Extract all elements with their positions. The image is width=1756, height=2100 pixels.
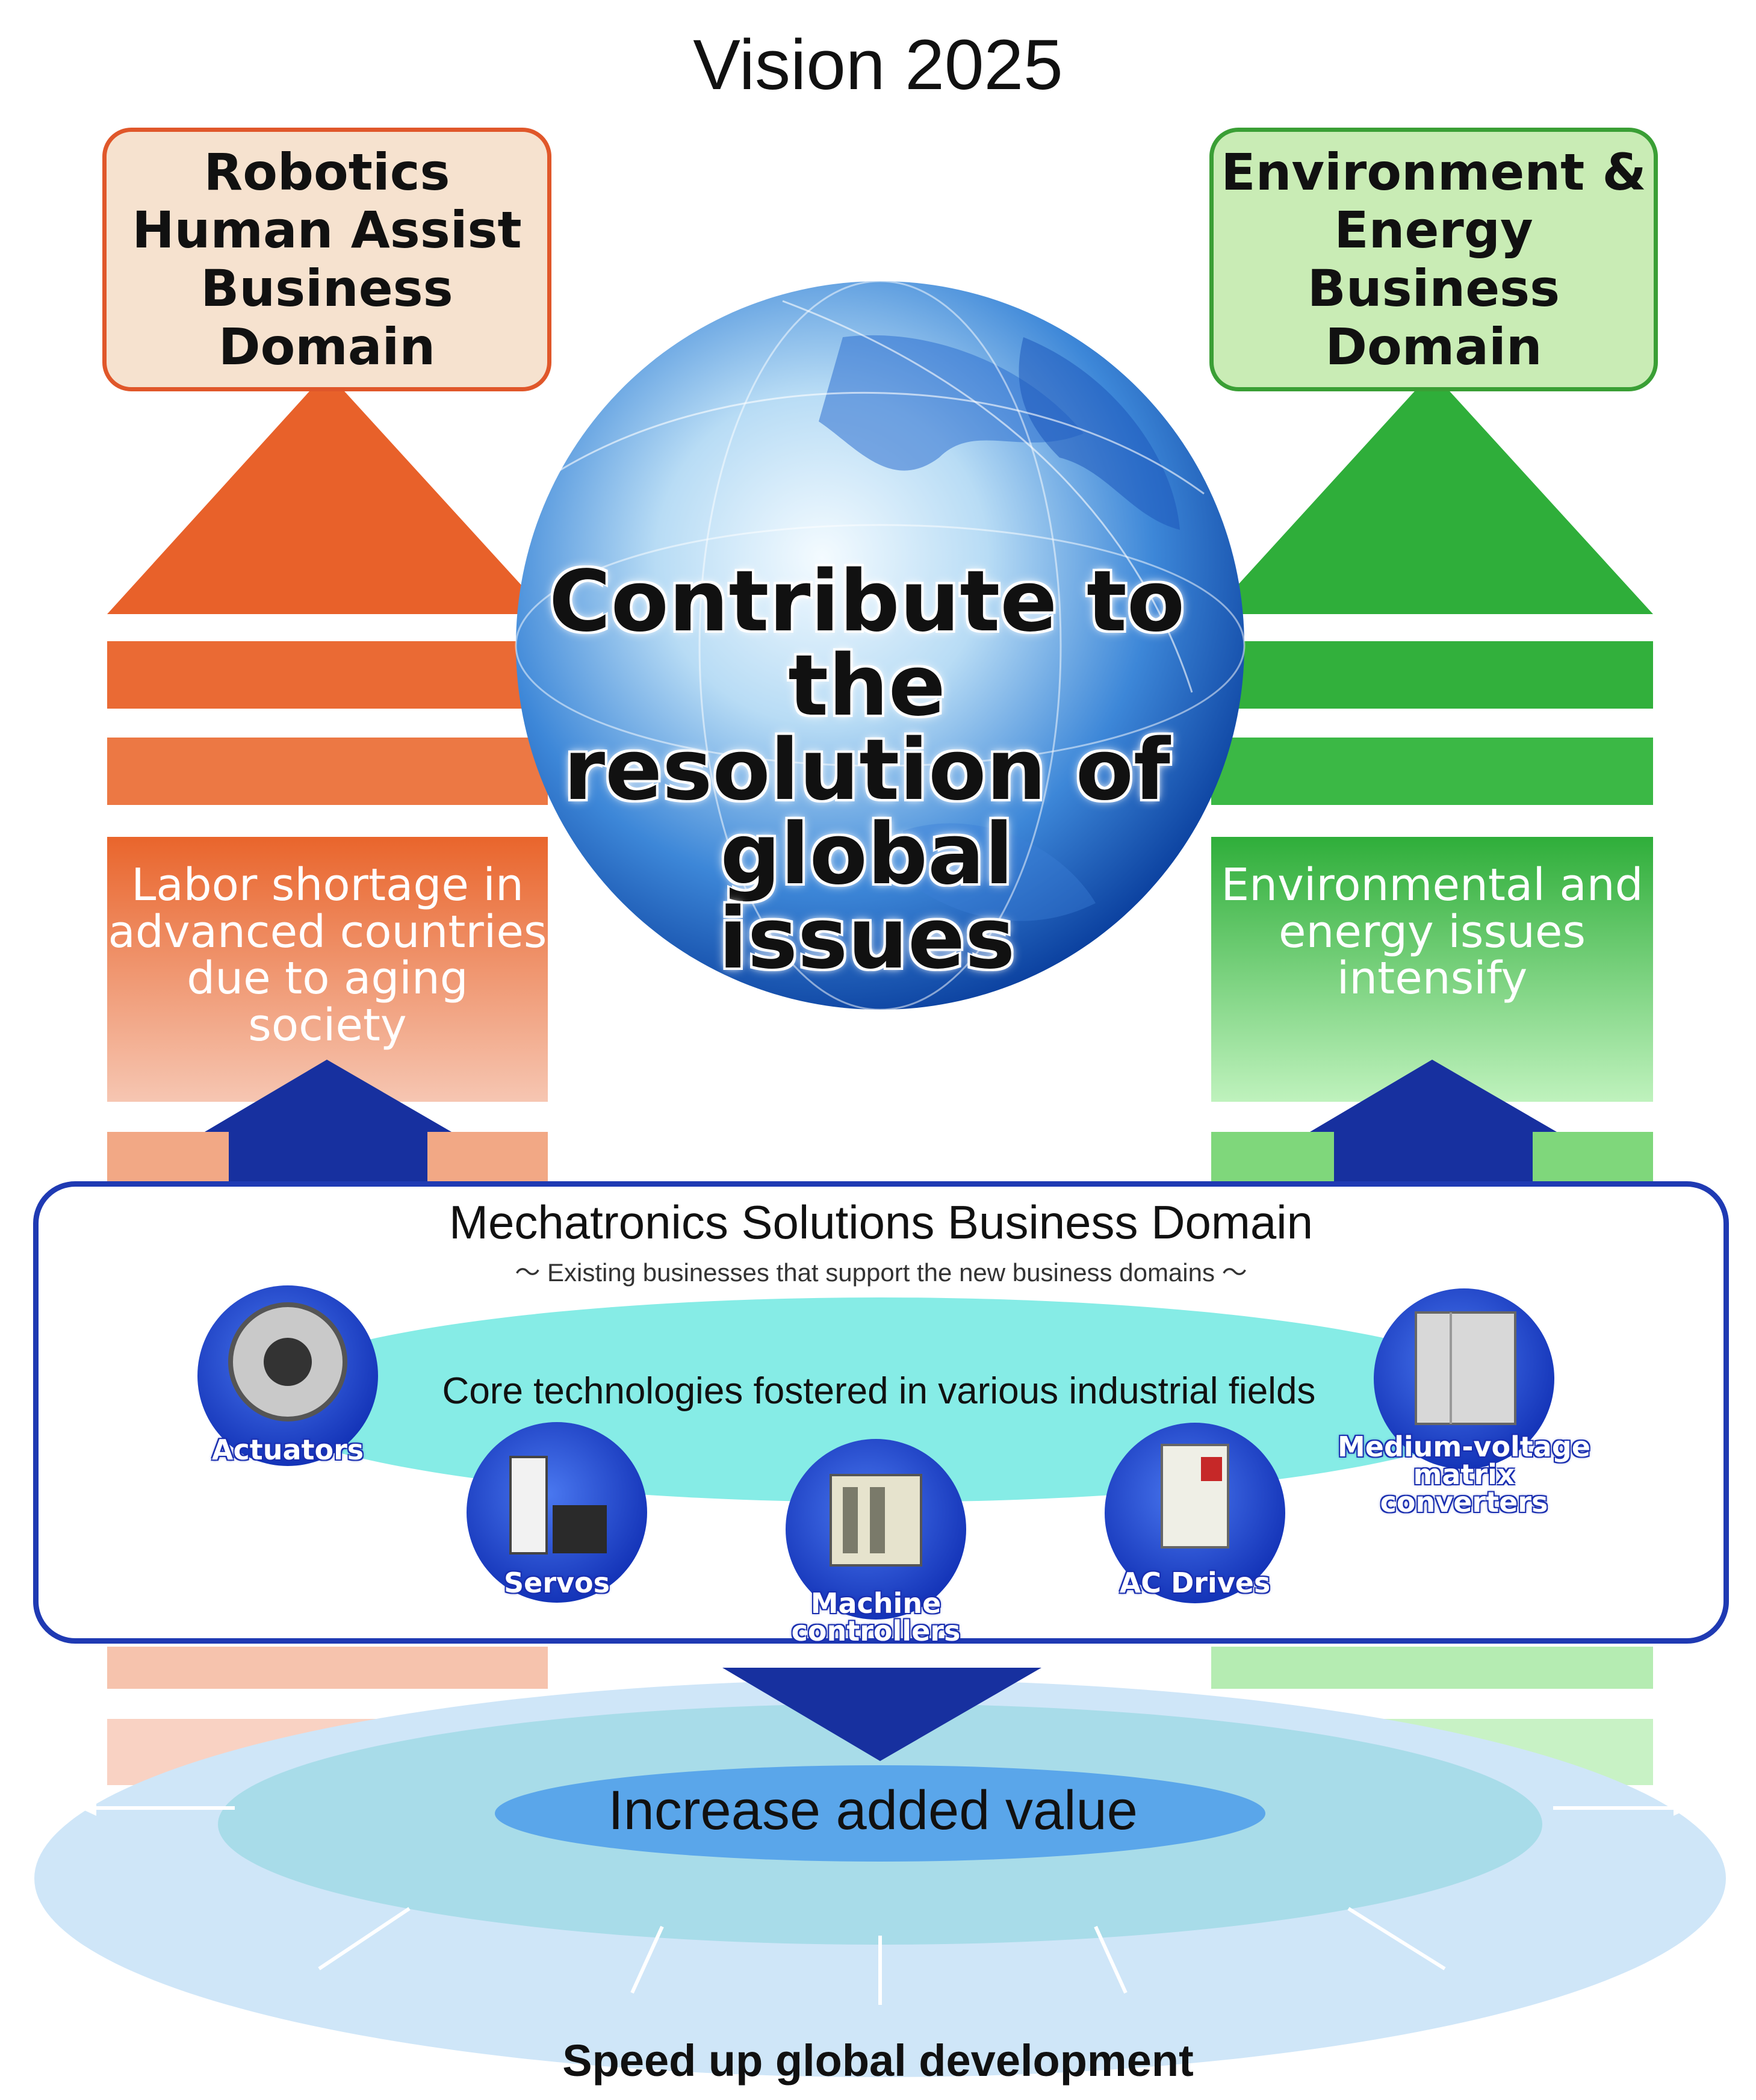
globe-caption: Contribute to the resolution of global i… <box>476 560 1258 981</box>
core-technologies-text: Core technologies fostered in various in… <box>442 1370 1316 1412</box>
robotics-issue-line-1: Labor shortage in <box>131 859 524 911</box>
medium-voltage-label-line-1: Medium-voltage <box>1338 1431 1590 1463</box>
ac-drives-label-line-1: AC Drives <box>1119 1567 1271 1599</box>
left-up-arrow <box>205 1060 451 1189</box>
environment-domain-line-1: Environment & <box>1221 142 1646 202</box>
robotics-arrow-band-1 <box>107 641 548 709</box>
globe-grid-2 <box>698 280 1062 1011</box>
environment-domain-line-3: Business Domain <box>1307 259 1560 376</box>
machine-controllers-label: Machine controllers <box>725 1589 1026 1645</box>
globe-grid-1 <box>515 524 1246 767</box>
robotics-arrow-head <box>107 372 548 614</box>
spread-arrow-1 <box>318 1907 411 1971</box>
machine-controllers-slot-2 <box>870 1487 885 1553</box>
robotics-arrow-band-4 <box>107 1647 548 1689</box>
environment-arrow-band-4 <box>1211 1647 1653 1689</box>
environment-issue-line-2: energy issues <box>1278 906 1586 958</box>
environment-arrow-head <box>1211 372 1653 614</box>
ac-drives-label: AC Drives <box>1105 1569 1285 1597</box>
servos-label-line-1: Servos <box>504 1567 610 1599</box>
spread-arrow-5 <box>1347 1907 1446 1971</box>
environment-arrow-body <box>1211 837 1653 1102</box>
mechatronics-title: Mechatronics Solutions Business Domain <box>448 1196 1313 1249</box>
spread-arrow-4 <box>1094 1925 1128 1994</box>
actuators-image-core <box>264 1338 312 1386</box>
globe <box>515 280 1246 1011</box>
globe-grid-4 <box>782 300 1193 693</box>
actuators-label-line-1: Actuators <box>211 1434 364 1466</box>
environment-issue-line-1: Environmental and <box>1221 859 1643 911</box>
globe-caption-line-2: resolution of global <box>563 721 1170 904</box>
base-inner-ellipse <box>495 1765 1265 1862</box>
robotics-arrow-band-2 <box>107 738 548 805</box>
environment-issue-text: Environmental and energy issues intensif… <box>1211 862 1653 1002</box>
spread-arrowhead-left <box>79 1800 96 1816</box>
environment-domain-box: Environment & Energy Business Domain <box>1209 128 1658 391</box>
servos-image-motor <box>553 1505 607 1553</box>
robotics-arrow-body <box>107 837 548 1102</box>
spread-arrow-2 <box>630 1925 664 1994</box>
down-triangle <box>722 1668 1041 1761</box>
robotics-issue-line-3: due to aging society <box>187 952 468 1052</box>
machine-controllers-label-line-1: Machine controllers <box>791 1587 961 1647</box>
base-platform <box>34 1680 1726 2077</box>
robotics-domain-line-2: Human Assist <box>132 200 522 260</box>
robotics-domain-line-3: Business Domain <box>200 259 453 376</box>
globe-land-1 <box>819 335 1084 471</box>
page-title: Vision 2025 <box>693 25 1063 105</box>
globe-sphere <box>516 281 1244 1010</box>
globe-land-2 <box>1019 337 1180 530</box>
environment-arrow-band-1 <box>1211 641 1653 709</box>
servos-label: Servos <box>467 1569 647 1597</box>
environment-issue-line-3: intensify <box>1336 952 1528 1005</box>
right-up-arrow <box>1310 1060 1557 1189</box>
medium-voltage-label: Medium-voltage matrix converters <box>1338 1433 1590 1516</box>
actuators-label: Actuators <box>197 1436 378 1464</box>
ac-drives-display <box>1201 1457 1222 1481</box>
robotics-domain-box: Robotics Human Assist Business Domain <box>102 128 551 391</box>
robotics-issue-text: Labor shortage in advanced countries due… <box>107 862 548 1049</box>
medium-voltage-label-line-2: matrix converters <box>1380 1458 1548 1518</box>
added-value-text: Increase added value <box>608 1780 1138 1841</box>
globe-grid-3 <box>541 392 1205 495</box>
environment-domain-line-2: Energy <box>1334 200 1533 260</box>
speed-up-text: Speed up global development <box>562 2036 1194 2086</box>
globe-caption-line-3: issues <box>718 890 1016 988</box>
globe-caption-line-1: Contribute to the <box>548 553 1185 735</box>
servos-image-drive <box>509 1456 548 1555</box>
mechatronics-subtitle: ～ Existing businesses that support the n… <box>515 1258 1247 1287</box>
medium-voltage-image <box>1415 1311 1516 1425</box>
environment-arrow-band-2 <box>1211 738 1653 805</box>
robotics-domain-line-1: Robotics <box>203 142 450 202</box>
robotics-issue-line-2: advanced countries <box>108 906 547 958</box>
globe-land-3 <box>903 823 1096 921</box>
spread-arrowhead-right <box>1674 1800 1690 1816</box>
machine-controllers-slot-1 <box>843 1487 858 1553</box>
